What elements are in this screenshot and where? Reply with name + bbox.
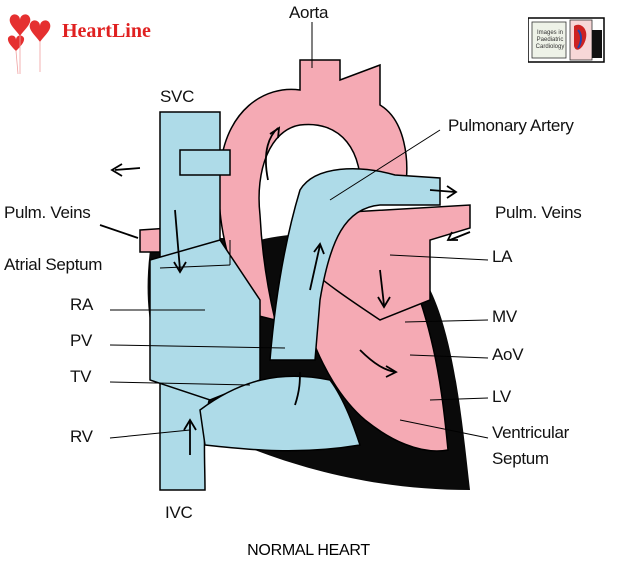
label-lv: LV [492, 387, 511, 406]
label-septum: Septum [492, 449, 549, 468]
label-pulmonary-artery: Pulmonary Artery [448, 116, 574, 135]
hearts-icon [7, 14, 51, 75]
label-pulm-veins-right: Pulm. Veins [495, 203, 582, 222]
label-pulm-veins-left: Pulm. Veins [4, 203, 91, 222]
label-svc: SVC [160, 87, 195, 106]
label-aorta: Aorta [289, 3, 329, 22]
brand-name: HeartLine [62, 20, 151, 42]
leader-lines [109, 22, 489, 439]
pulmonary-artery [269, 168, 441, 361]
label-mv: MV [492, 307, 517, 326]
label-la: LA [492, 247, 513, 266]
label-aov: AoV [492, 345, 524, 364]
label-ra: RA [70, 295, 94, 314]
diagram-caption: NORMAL HEART [247, 542, 370, 559]
label-tv: TV [70, 367, 92, 386]
badge-caption: Images in Paediatric Cardiology [535, 30, 565, 50]
heart-book-icon [528, 17, 605, 63]
label-ivc: IVC [165, 503, 193, 522]
flow-arrows [99, 126, 471, 455]
label-pv: PV [70, 331, 93, 350]
label-atrial-septum: Atrial Septum [4, 255, 103, 274]
right-ventricle [199, 375, 361, 452]
label-ventricular: Ventricular [492, 423, 570, 442]
pulmonary-branch-right [179, 149, 231, 176]
label-rv: RV [70, 427, 93, 446]
